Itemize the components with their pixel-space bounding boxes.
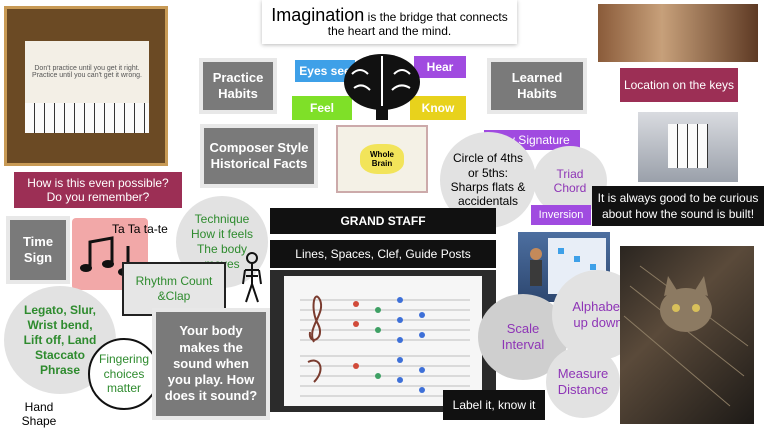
title-rest: is the bridge that connects the heart an…	[327, 9, 508, 39]
practice-habits-label: Practice Habits	[212, 69, 264, 101]
legato-text: Legato, Slur, Wrist bend, Lift off, Land…	[23, 302, 97, 377]
skeleton-icon	[242, 252, 262, 303]
feel-label: Feel	[292, 96, 352, 120]
hand-shape-label: Hand Shape	[21, 400, 57, 429]
grand-staff-header: GRAND STAFF	[270, 208, 496, 234]
scale-interval-text: Scale Interval	[501, 320, 545, 352]
triad-chord-text: Triad Chord	[553, 166, 587, 195]
hear-label: Hear	[414, 56, 466, 78]
location-keys-banner: Location on the keys	[620, 68, 738, 102]
title-banner: Imagination is the bridge that connects …	[262, 0, 517, 44]
cat-in-piano-photo	[620, 246, 754, 424]
whole-brain-text: Whole Brain	[370, 150, 394, 168]
inversion-label: Inversion	[531, 205, 591, 225]
label-it-banner: Label it, know it	[443, 390, 545, 420]
learned-habits-box: Learned Habits	[491, 62, 583, 110]
question-line-2: Do you remember?	[46, 190, 150, 204]
fingering-bubble: Fingering choices matter	[88, 338, 160, 410]
ta-ta-text: Ta Ta ta-te	[112, 222, 168, 236]
measure-text: Measure Distance	[557, 365, 609, 397]
time-sign-box: Time Sign	[10, 220, 66, 280]
circle-of-fifths-text: Circle of 4ths or 5ths: Sharps flats & a…	[450, 151, 526, 209]
mini-keyboard	[668, 124, 708, 168]
question-banner: How is this even possible? Do you rememb…	[14, 172, 182, 208]
label-it-text: Label it, know it	[452, 398, 536, 412]
rhythm-text: Rhythm Count &Clap	[135, 274, 213, 303]
framed-quote-photo: Don't practice until you get it right. P…	[4, 6, 168, 166]
curious-banner: It is always good to be curious about ho…	[592, 186, 764, 226]
feel-text: Feel	[309, 101, 334, 115]
legato-bubble: Legato, Slur, Wrist bend, Lift off, Land…	[4, 286, 116, 394]
lines-spaces-text: Lines, Spaces, Clef, Guide Posts	[295, 247, 471, 261]
eyes-see-label: Eyes see	[295, 60, 355, 82]
learned-habits-label: Learned Habits	[511, 69, 563, 101]
question-line-1: How is this even possible?	[27, 175, 169, 190]
keyboard-image	[25, 103, 149, 133]
grand-staff-text: GRAND STAFF	[340, 214, 426, 228]
eyes-see-text: Eyes see	[299, 64, 351, 78]
location-keys-text: Location on the keys	[623, 77, 735, 92]
composer-style-label: Composer Style Historical Facts	[209, 139, 309, 171]
practice-habits-box: Practice Habits	[203, 62, 273, 110]
staff-whiteboard	[284, 276, 482, 406]
grand-staff-board-photo	[270, 270, 496, 412]
hands-on-piano-photo	[598, 4, 758, 62]
know-label: Know	[410, 96, 466, 120]
quote-sign-text: Don't practice until you get it right. P…	[32, 65, 142, 79]
body-sound-text: Your body makes the sound when you play.…	[164, 323, 258, 404]
title-strong: Imagination	[271, 4, 365, 25]
hand-shape-text: Hand Shape	[14, 400, 64, 429]
body-sound-box: Your body makes the sound when you play.…	[156, 312, 266, 416]
hear-text: Hear	[426, 60, 454, 74]
know-text: Know	[421, 101, 455, 115]
quote-sign: Don't practice until you get it right. P…	[25, 41, 149, 103]
alphabet-text: Alphabet up down	[572, 298, 624, 330]
composer-style-box: Composer Style Historical Facts	[204, 128, 314, 184]
cat-icon	[623, 265, 749, 407]
fingering-text: Fingering choices matter	[98, 352, 150, 396]
whole-brain-badge: Whole Brain	[360, 144, 404, 174]
lines-spaces-header: Lines, Spaces, Clef, Guide Posts	[270, 240, 496, 268]
whole-brain-picture: Whole Brain	[336, 125, 428, 193]
measure-bubble: Measure Distance	[546, 346, 620, 418]
rhythm-box: Rhythm Count &Clap	[122, 262, 226, 316]
brain-icon	[344, 54, 420, 120]
keyboard-model-photo	[638, 112, 738, 182]
inversion-text: Inversion	[538, 209, 584, 221]
curious-text: It is always good to be curious about ho…	[597, 190, 759, 221]
time-sign-label: Time Sign	[22, 233, 54, 265]
